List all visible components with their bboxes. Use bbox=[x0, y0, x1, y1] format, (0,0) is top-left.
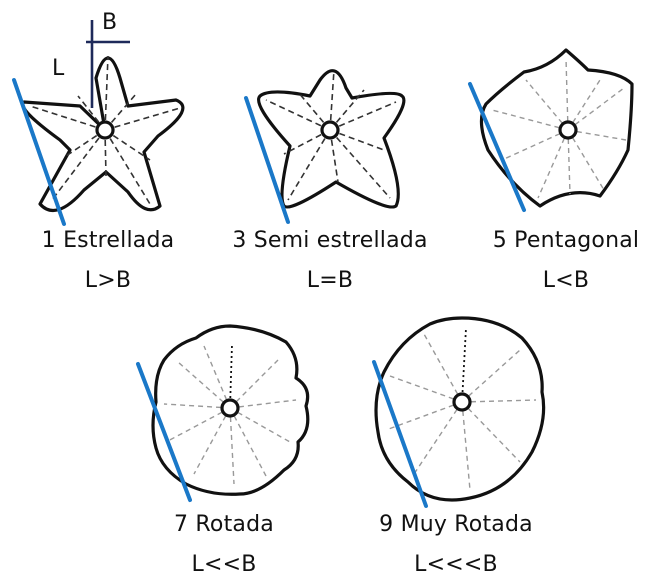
caption-pentagonal-relation: L<B bbox=[543, 268, 589, 293]
caption-estrellada-relation: L>B bbox=[85, 268, 131, 293]
flower-muy-rotada bbox=[374, 318, 544, 506]
flower-rotada-center bbox=[222, 400, 238, 416]
flower-pentagonal bbox=[470, 50, 632, 210]
caption-semi-estrellada-relation: L=B bbox=[307, 268, 353, 293]
length-label: L bbox=[52, 56, 64, 81]
breadth-label: B bbox=[102, 10, 117, 35]
flower-estrellada bbox=[14, 20, 183, 224]
flower-estrellada-center bbox=[97, 122, 113, 138]
flower-pentagonal-center bbox=[560, 122, 576, 138]
caption-muy-rotada-name: 9 Muy Rotada bbox=[379, 512, 533, 537]
flower-muy-rotada-tangent-line bbox=[374, 362, 426, 506]
flower-semi-estrellada-center bbox=[322, 122, 338, 138]
flower-pentagonal-outline bbox=[481, 50, 632, 206]
caption-semi-estrellada-name: 3 Semi estrellada bbox=[232, 228, 427, 253]
flower-rotada-tangent-line bbox=[138, 364, 190, 500]
flower-rotada bbox=[138, 326, 308, 500]
caption-pentagonal-name: 5 Pentagonal bbox=[493, 228, 639, 253]
flower-semi-estrellada bbox=[246, 70, 404, 222]
caption-rotada-name: 7 Rotada bbox=[174, 512, 274, 537]
flower-muy-rotada-center bbox=[454, 394, 470, 410]
caption-estrellada-name: 1 Estrellada bbox=[42, 228, 175, 253]
caption-rotada-relation: L<<B bbox=[191, 552, 256, 577]
caption-muy-rotada-relation: L<<<B bbox=[414, 552, 498, 577]
flower-pentagonal-tangent-line bbox=[470, 84, 524, 210]
